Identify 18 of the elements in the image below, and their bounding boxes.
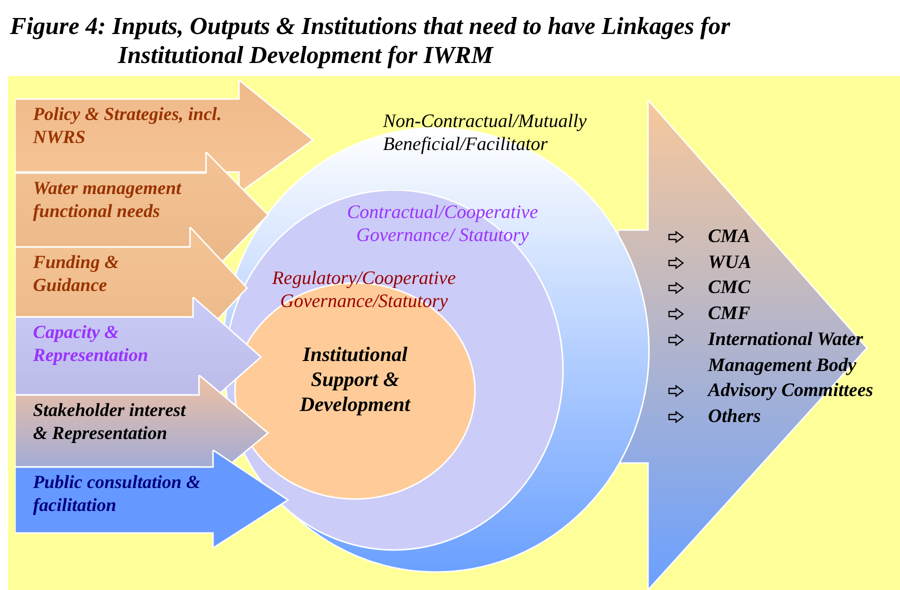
list-item: CMA [708,225,752,249]
ring-label: Non-Contractual/Mutually Beneficial/Facilitator [383,110,588,156]
arrow-label: Water management functional needs [33,178,182,224]
center-label: Institutional Support & Development [298,343,412,418]
list-item: Others [708,404,762,429]
arrow-label: Funding & Guidance [33,252,120,298]
ring-label: Regulatory/Cooperative Governance/Statutory [271,267,457,314]
list-item: CMF [708,302,752,326]
arrow-label: Public consultation & facilitation [33,472,202,518]
ring-label: Contractual/Cooperative Governance/ Statutory [346,201,540,248]
arrow-label: Capacity & Representation [33,322,150,368]
arrow-label: Policy & Strategies, incl. NWRS [33,104,223,150]
list-item: CMC [708,276,752,300]
arrow-label: Stakeholder interest & Representation [33,400,187,446]
list-item: Advisory Committees [708,379,874,404]
figure-title: Figure 4: Inputs, Outputs & Institutions that need to have Linkages for Institutional Development for IWRM [10,12,732,70]
list-item: International Water Management Body [708,328,864,378]
list-item: WUA [708,250,752,275]
